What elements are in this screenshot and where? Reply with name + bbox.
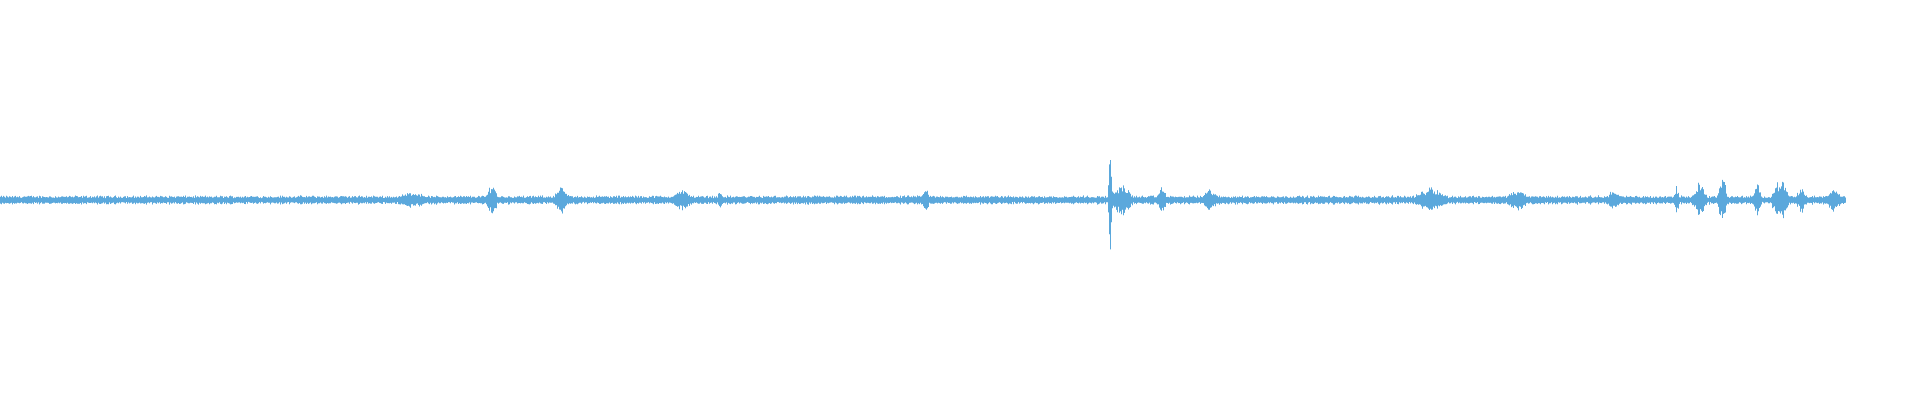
waveform-trace xyxy=(0,160,1846,250)
waveform-path xyxy=(0,160,1846,250)
